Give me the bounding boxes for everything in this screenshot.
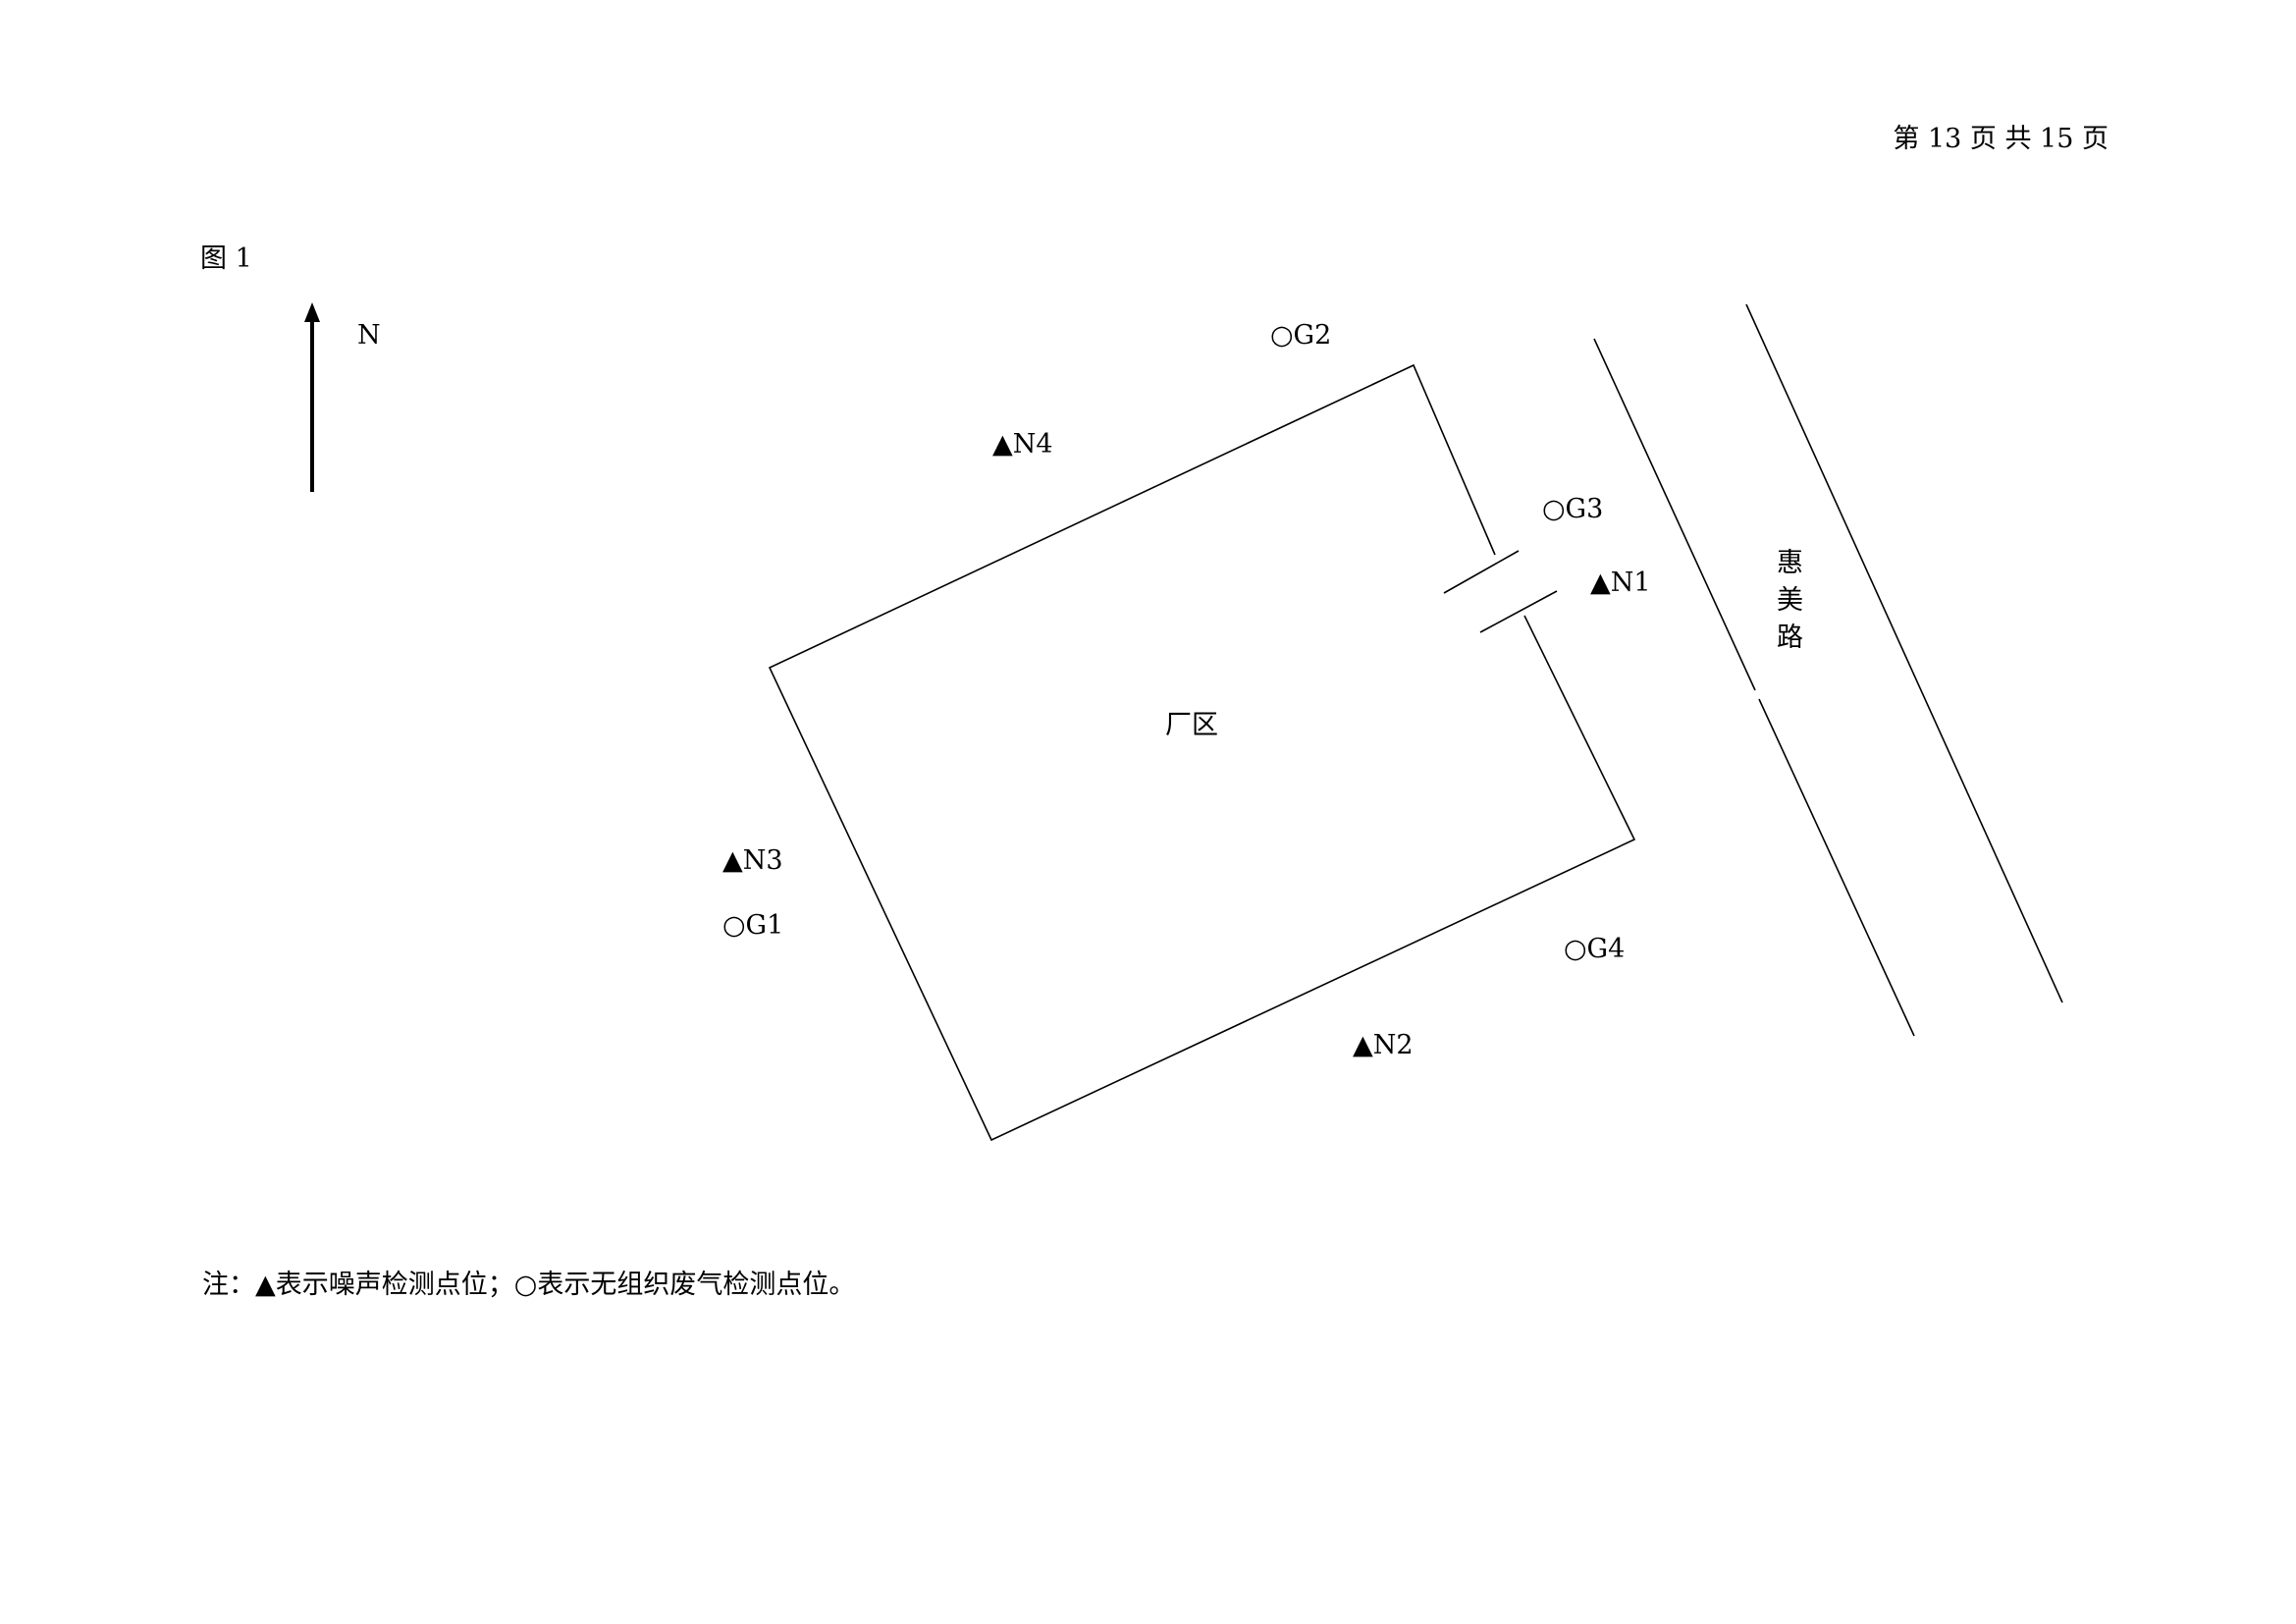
north-arrow-icon: [304, 302, 320, 492]
noise-point-n4: ▲N4: [992, 429, 1053, 460]
noise-point-n3: ▲N3: [722, 845, 783, 876]
gas-point-g2: ○G2: [1270, 320, 1331, 351]
north-label: N: [357, 320, 381, 351]
road-label-char: 惠: [1777, 548, 1803, 578]
plant-label: 厂区: [1165, 710, 1218, 740]
page-indicator: 第 13 页 共 15 页: [1893, 124, 2109, 154]
road: [1593, 303, 2063, 1037]
gas-point-g4: ○G4: [1564, 934, 1625, 964]
figure-title: 图 1: [200, 244, 252, 274]
noise-point-n1: ▲N1: [1590, 568, 1651, 598]
gas-point-g1: ○G1: [722, 910, 783, 941]
road-label-char: 美: [1777, 585, 1803, 616]
gas-point-g3: ○G3: [1542, 494, 1603, 524]
gate-line: [1443, 550, 1520, 594]
plant-boundary: [768, 363, 1636, 1142]
noise-point-n2: ▲N2: [1353, 1030, 1414, 1060]
road-label-char: 路: [1777, 623, 1803, 653]
legend-note: 注：▲表示噪声检测点位；○表示无组织废气检测点位。: [202, 1270, 855, 1300]
gate-line: [1479, 590, 1558, 633]
